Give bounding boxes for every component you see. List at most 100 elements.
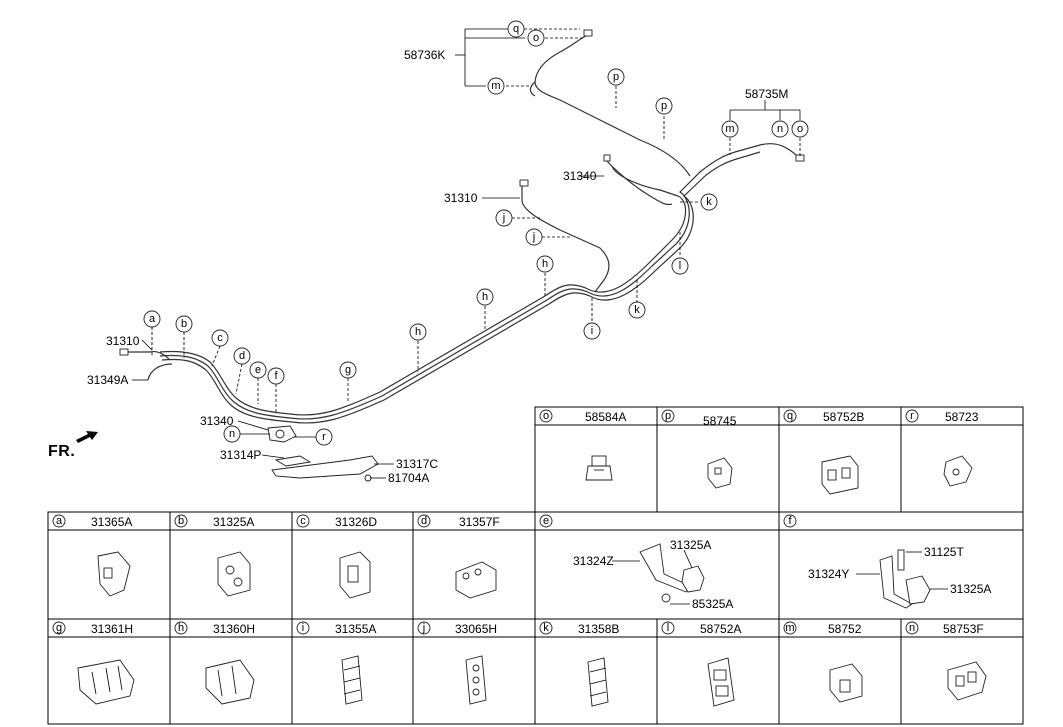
legend-part-m: 58752 [828,622,862,636]
callout-h-3: h [409,323,427,341]
stack-clip-i-icon [341,655,363,705]
legend-part-r: 58723 [945,410,979,424]
label-81704A: 81704A [388,471,429,485]
svg-text:p: p [665,410,671,422]
legend-f-31125T: 31125T [924,545,964,559]
callout-h-2: h [476,288,494,306]
legend-part-q: 58752B [823,410,864,424]
legend-part-b: 31325A [213,515,254,529]
bracket-assembly-f-icon [879,549,931,609]
svg-text:l: l [667,622,669,634]
legend-cell-a: a 31365A [52,514,132,529]
label-31340-bottom: 31340 [200,414,234,428]
legend-cell-p: p 58745 [661,409,737,428]
clip-icon [707,457,733,489]
part-number-labels: 58736K 58735M 31340 31310 31310 31349A 3… [87,48,788,485]
callout-p-2: p [655,97,673,115]
callout-f: f [267,367,285,385]
svg-text:g: g [56,622,62,634]
legend-part-i: 31355A [335,622,376,636]
pipe-clip-c-icon [339,551,371,599]
multi-clip-h-icon [205,659,255,705]
svg-text:n: n [909,622,915,634]
plug-icon [585,455,613,481]
svg-text:i: i [302,622,304,634]
svg-text:m: m [491,80,500,92]
callout-n-right: n [771,120,789,138]
legend-part-a: 31365A [91,515,132,529]
svg-text:l: l [679,260,681,272]
legend-cell-r: r 58723 [905,409,979,424]
svg-text:j: j [422,622,425,634]
legend-part-p: 58745 [703,414,737,428]
legend-e-85325A: 85325A [692,597,733,611]
svg-text:a: a [56,515,63,527]
svg-text:h: h [482,291,488,303]
legend-grid [47,406,1024,725]
svg-text:i: i [591,325,593,337]
svg-text:c: c [217,332,223,344]
callout-n-lower: n [223,425,241,443]
callout-k-upper: k [700,193,718,211]
svg-text:n: n [229,428,235,440]
callout-i: i [583,322,601,340]
svg-text:g: g [345,364,351,376]
callout-d: d [233,347,251,365]
svg-text:n: n [777,123,783,135]
svg-text:m: m [785,622,794,634]
callout-o-top: o [527,29,545,47]
svg-text:a: a [149,313,156,325]
svg-text:r: r [910,410,914,422]
svg-text:k: k [706,196,712,208]
svg-text:m: m [725,123,734,135]
svg-text:k: k [634,304,640,316]
legend-cell-f: f [783,514,797,528]
svg-text:j: j [532,231,535,243]
legend-cell-k: k 31358B [539,621,619,636]
legend-part-n: 58753F [943,622,984,636]
legend-part-l: 58752A [700,622,741,636]
callout-r: r [315,428,333,446]
label-31340-top: 31340 [563,169,597,183]
svg-text:h: h [178,622,184,634]
svg-text:k: k [543,622,549,634]
label-58736K: 58736K [404,48,445,62]
callout-j-1: j [495,209,513,227]
label-31317C: 31317C [396,457,438,471]
label-31310-top: 31310 [444,191,478,205]
bracket-icon [943,455,973,487]
legend-cell-l: l 58752A [661,621,741,636]
svg-text:f: f [788,515,792,527]
multi-clip-g-icon [77,659,135,705]
svg-text:d: d [421,515,427,527]
svg-text:p: p [661,100,667,112]
legend-part-h: 31360H [213,622,255,636]
pipe-routing [119,29,805,482]
svg-text:h: h [542,258,548,270]
svg-text:o: o [533,32,539,44]
clip-n-icon [947,661,987,701]
pipe-clip-a-icon [97,551,131,597]
svg-text:e: e [543,515,549,527]
callout-c: c [211,329,229,347]
callout-k-lower: k [628,301,646,319]
callout-o-right: o [791,120,809,138]
legend-f-31324Y: 31324Y [808,567,849,581]
legend-part-g: 31361H [91,622,133,636]
svg-text:r: r [322,431,326,443]
callout-e: e [249,361,267,379]
callout-b: b [175,315,193,333]
legend-part-k: 31358B [578,622,619,636]
legend-cell-i: i 31355A [296,621,376,636]
svg-text:e: e [255,364,261,376]
legend-cell-h: h 31360H [174,621,255,636]
svg-text:d: d [239,350,245,362]
